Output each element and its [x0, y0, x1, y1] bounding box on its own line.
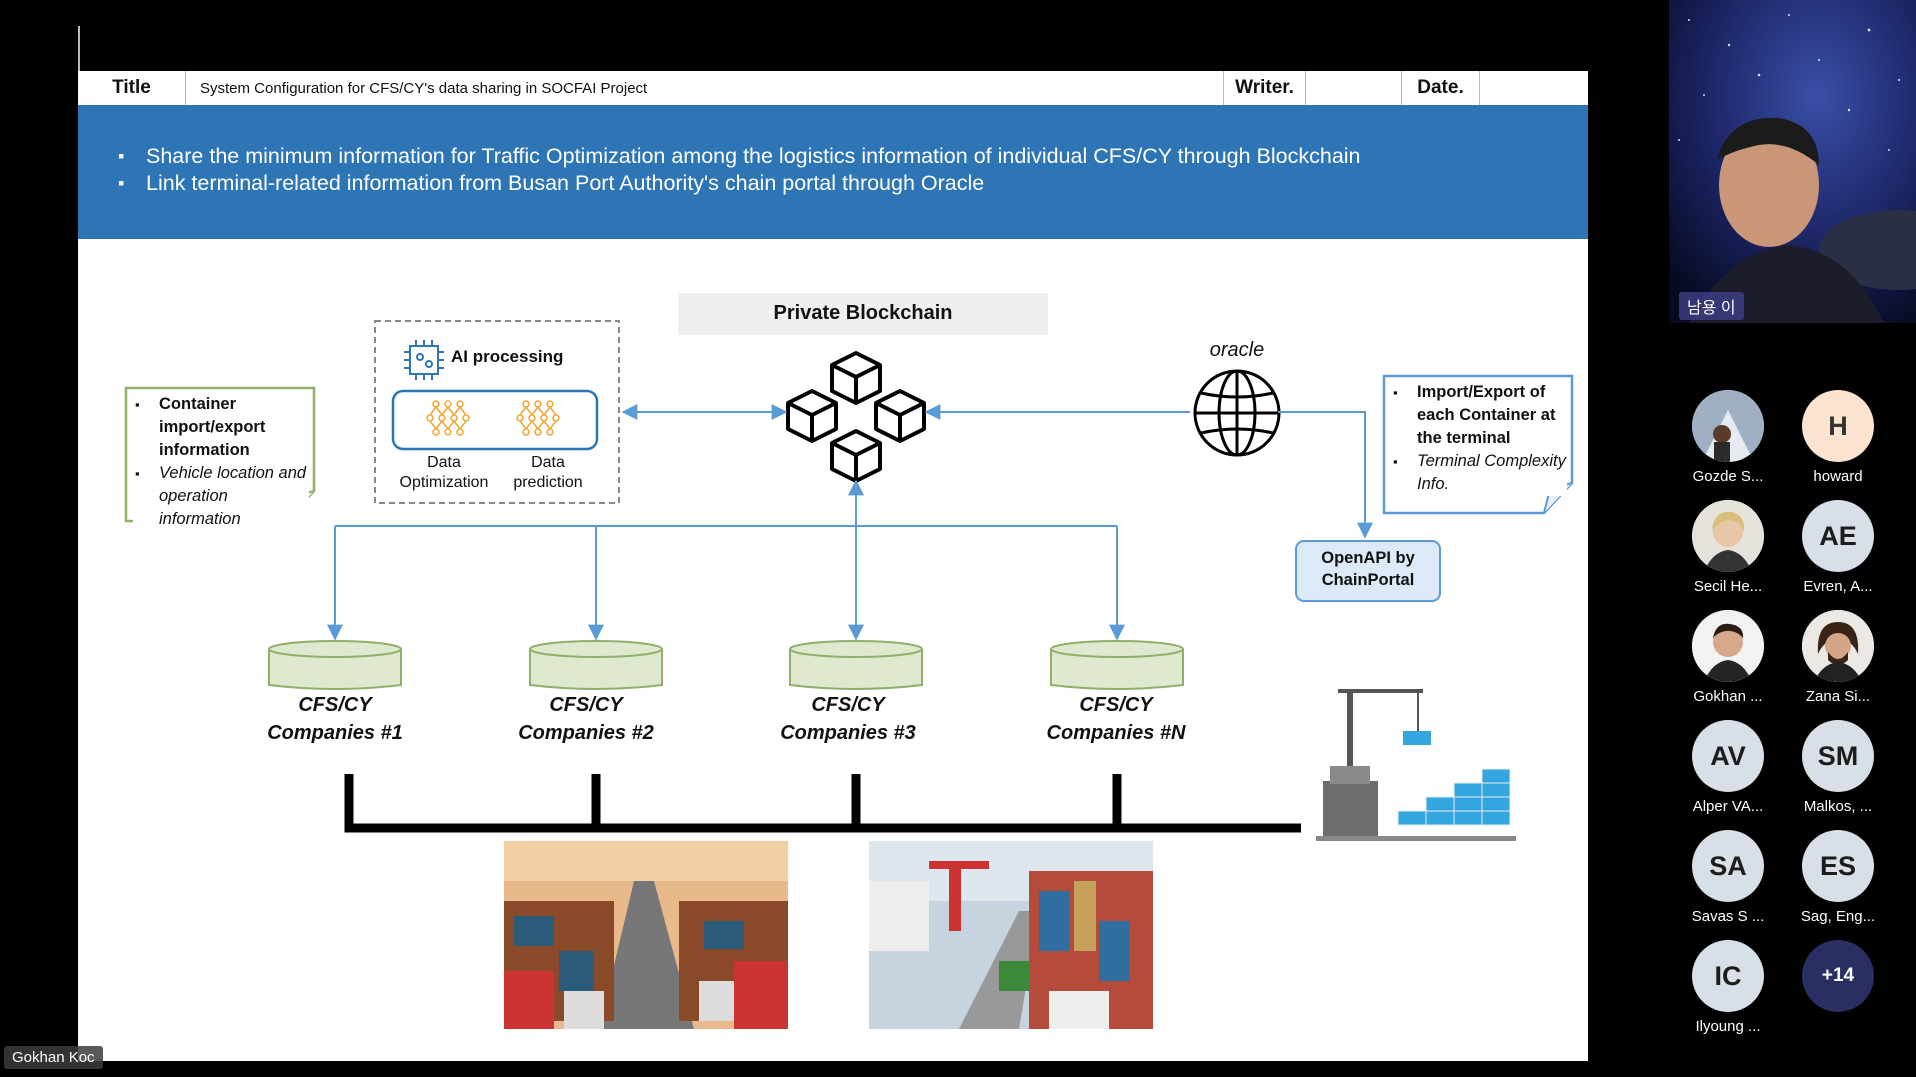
- more-participants-count: +14: [1802, 940, 1874, 1012]
- participant-tile[interactable]: SA Savas S ...: [1673, 830, 1783, 940]
- participant-photo: [1802, 610, 1874, 682]
- avatar: AE: [1802, 500, 1874, 572]
- avatar: [1692, 500, 1764, 572]
- company-label-3: CFS/CY Companies #3: [753, 691, 943, 747]
- slide-divider: [78, 26, 80, 72]
- company-label-1: CFS/CY Companies #1: [240, 691, 430, 747]
- participant-tile[interactable]: AV Alper VA...: [1673, 720, 1783, 830]
- writer-value: [1306, 71, 1402, 105]
- company-label-2: CFS/CY Companies #2: [491, 691, 681, 747]
- banner-bullet: Link terminal-related information from B…: [118, 170, 1361, 197]
- container-terminal-photo: [869, 841, 1153, 1029]
- speaker-video-frame: [1669, 0, 1916, 323]
- port-terminal-illustration: [1316, 689, 1516, 841]
- speaker-name-tag: 남용 이: [1679, 292, 1744, 320]
- participant-name: Alper VA...: [1692, 798, 1764, 815]
- database-cylinders: [268, 640, 1184, 690]
- ai-processing-box: [374, 320, 620, 504]
- participant-name: Sag, Eng...: [1800, 908, 1876, 925]
- writer-label: Writer.: [1224, 71, 1306, 105]
- company-line: Companies #2: [518, 722, 654, 744]
- avatar: SM: [1802, 720, 1874, 792]
- participant-photo: [1692, 610, 1764, 682]
- participants-sidebar: 남용 이 Gozde S... H howard Secil He... AE …: [1669, 0, 1916, 1077]
- participant-name: Malkos, ...: [1803, 798, 1873, 815]
- company-line: CFS/CY: [549, 694, 623, 716]
- ai-models-box: [391, 389, 599, 451]
- openapi-box: [1295, 540, 1441, 602]
- participant-name: Gozde S...: [1692, 468, 1764, 485]
- title-value: System Configuration for CFS/CY's data s…: [186, 71, 1224, 105]
- participant-name: Zana Si...: [1805, 688, 1871, 705]
- neural-net-icon: [426, 400, 470, 436]
- flow-arrows: [327, 404, 1373, 641]
- title-label: Title: [78, 71, 186, 105]
- chip-icon: [404, 340, 444, 380]
- date-label: Date.: [1402, 71, 1480, 105]
- participant-name: Secil He...: [1693, 578, 1763, 595]
- summary-banner: Share the minimum information for Traffi…: [78, 105, 1588, 239]
- participant-tile[interactable]: Secil He...: [1673, 500, 1783, 610]
- oracle-label: oracle: [1209, 339, 1265, 361]
- participant-name: howard: [1813, 468, 1863, 485]
- participant-name: Evren, A...: [1803, 578, 1873, 595]
- banner-bullet: Share the minimum information for Traffi…: [118, 143, 1361, 170]
- globe-icon: [1193, 369, 1281, 457]
- company-line: CFS/CY: [811, 694, 885, 716]
- participant-tile[interactable]: ES Sag, Eng...: [1783, 830, 1893, 940]
- avatar: AV: [1692, 720, 1764, 792]
- participant-tile[interactable]: SM Malkos, ...: [1783, 720, 1893, 830]
- company-label-n: CFS/CY Companies #N: [1021, 691, 1211, 747]
- avatar: H: [1802, 390, 1874, 462]
- participant-tile[interactable]: Gozde S...: [1673, 390, 1783, 500]
- speaker-video-tile[interactable]: 남용 이: [1669, 0, 1916, 323]
- participant-tile[interactable]: AE Evren, A...: [1783, 500, 1893, 610]
- left-note: Container import/export information Vehi…: [133, 393, 309, 531]
- data-optimization-label: Data Optimization: [399, 454, 489, 491]
- more-participants-button[interactable]: +14: [1783, 940, 1893, 1050]
- left-note-bullet: Vehicle location and operation informati…: [133, 462, 309, 531]
- data-prediction-label: Data prediction: [513, 454, 583, 491]
- blockchain-title-band: [678, 293, 1048, 335]
- blockchain-icon: [786, 351, 926, 483]
- openapi-label: OpenAPI by ChainPortal: [1321, 549, 1415, 589]
- avatar: ES: [1802, 830, 1874, 902]
- participant-photo: [1692, 500, 1764, 572]
- ai-processing-title: AI processing: [451, 347, 564, 366]
- company-line: Companies #N: [1046, 722, 1186, 744]
- avatar: SA: [1692, 830, 1764, 902]
- neural-net-icon: [516, 400, 560, 436]
- company-line: Companies #3: [780, 722, 916, 744]
- blockchain-title: Private Blockchain: [773, 302, 953, 324]
- participant-name: Savas S ...: [1691, 908, 1765, 925]
- company-line: Companies #1: [267, 722, 403, 744]
- company-line: CFS/CY: [1079, 694, 1153, 716]
- shared-slide: Title System Configuration for CFS/CY's …: [78, 71, 1588, 1061]
- participant-tile[interactable]: Gokhan ...: [1673, 610, 1783, 720]
- company-line: CFS/CY: [298, 694, 372, 716]
- right-note: Import/Export of each Container at the t…: [1391, 381, 1567, 496]
- participant-tile[interactable]: IC Ilyoung ...: [1673, 940, 1783, 1050]
- right-note-bullet: Import/Export of each Container at the t…: [1391, 381, 1567, 450]
- participant-tile[interactable]: Zana Si...: [1783, 610, 1893, 720]
- participant-tile[interactable]: H howard: [1783, 390, 1893, 500]
- participant-name: Gokhan ...: [1693, 688, 1763, 705]
- presenter-name-tag: Gokhan Koc: [4, 1046, 103, 1069]
- truck-traffic-photo: [504, 841, 788, 1029]
- avatar: [1802, 610, 1874, 682]
- participant-name: Ilyoung ...: [1695, 1018, 1761, 1035]
- network-bus-line: [344, 774, 1301, 833]
- participant-photo: [1692, 390, 1764, 462]
- left-note-bullet: Container import/export information: [133, 393, 309, 462]
- avatar: IC: [1692, 940, 1764, 1012]
- avatar: [1692, 390, 1764, 462]
- right-note-bullet: Terminal Complexity Info.: [1391, 450, 1567, 496]
- avatar: [1692, 610, 1764, 682]
